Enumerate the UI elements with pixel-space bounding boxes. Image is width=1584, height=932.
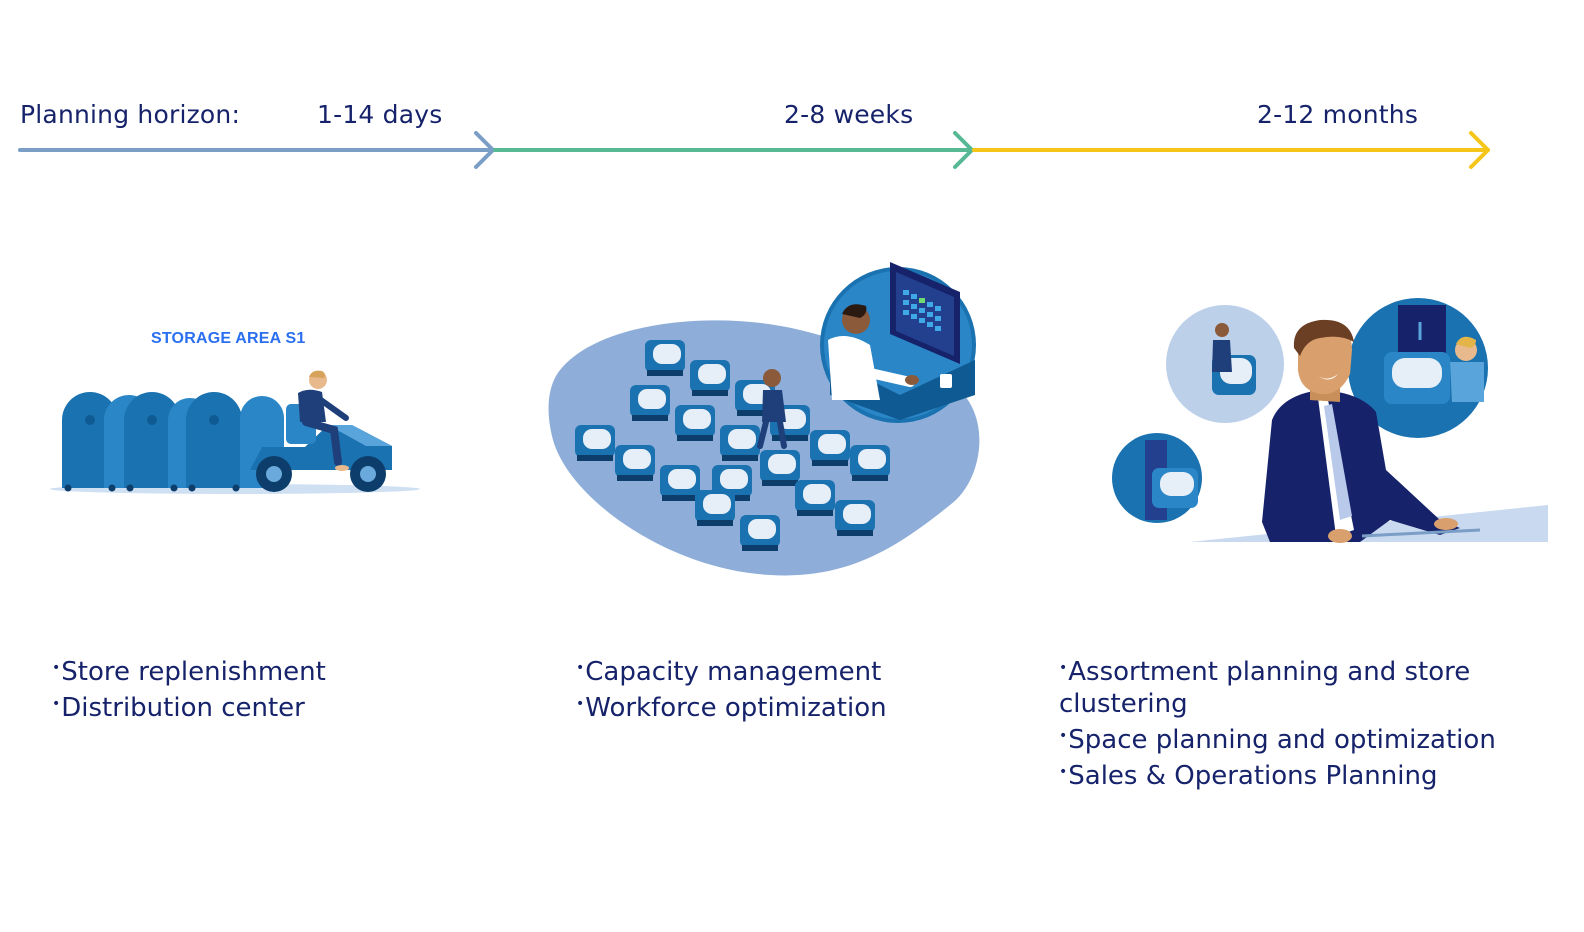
timeline-arrows bbox=[18, 131, 1490, 169]
list-item: Sales & Operations Planning bbox=[1059, 756, 1529, 792]
stage-3-list: Assortment planning and store clustering… bbox=[1059, 652, 1529, 792]
period-label-1: 1-14 days bbox=[317, 100, 443, 129]
list-item: Assortment planning and store clustering bbox=[1059, 652, 1529, 720]
list-item: Store replenishment bbox=[52, 652, 326, 688]
list-item: Distribution center bbox=[52, 688, 326, 724]
planning-horizon-label: Planning horizon: bbox=[20, 100, 241, 129]
storage-area-caption: STORAGE AREA S1 bbox=[151, 330, 306, 347]
list-item: Workforce optimization bbox=[576, 688, 886, 724]
period-label-3: 2-12 months bbox=[1257, 100, 1419, 129]
list-item: Capacity management bbox=[576, 652, 887, 688]
stage-1-list: Store replenishment Distribution center bbox=[52, 652, 326, 724]
arrow-segment-months bbox=[972, 131, 1490, 169]
list-item: Space planning and optimization bbox=[1059, 720, 1529, 756]
period-label-2: 2-8 weeks bbox=[784, 100, 914, 129]
stage-2-list: Capacity management Workforce optimizati… bbox=[576, 652, 887, 724]
